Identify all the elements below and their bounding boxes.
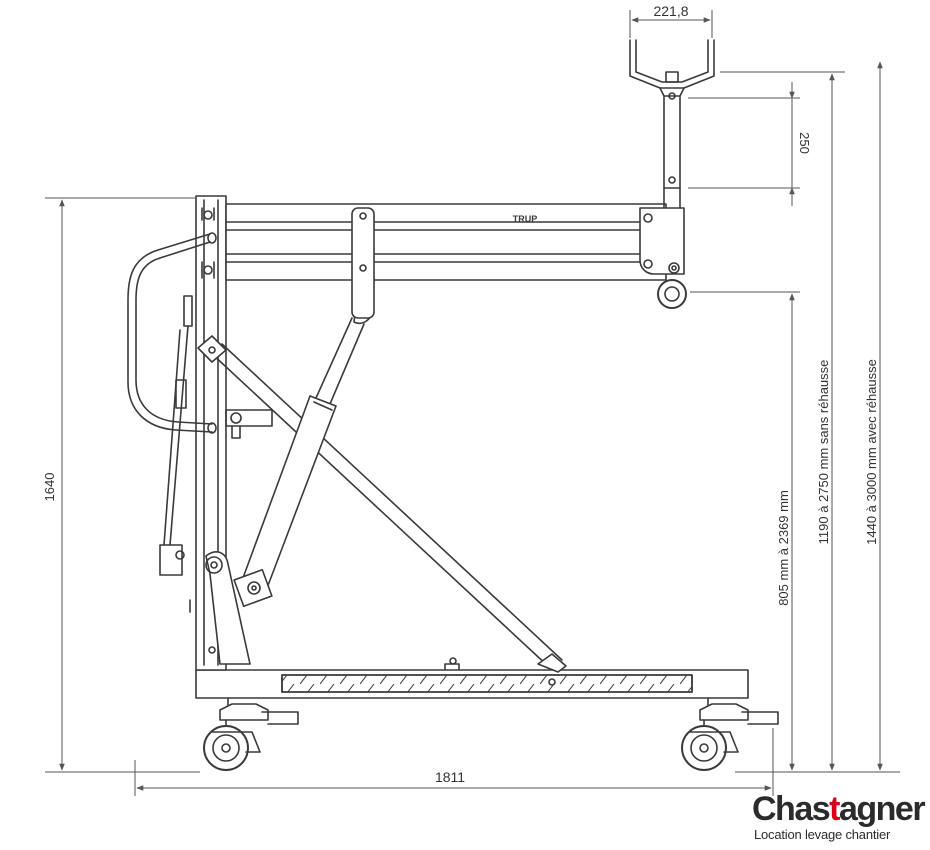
- winch: [225, 409, 273, 439]
- diagonal-brace: [197, 335, 567, 686]
- push-handle: [127, 232, 217, 434]
- brand-logo: Chastagner Location levage chantier: [752, 790, 928, 846]
- base-frame: [195, 657, 749, 699]
- dim-height-with-extension: 1440 à 3000 mm avec réhausse: [864, 359, 879, 545]
- brand-name: Chastagner: [752, 790, 926, 828]
- mast: [189, 195, 251, 671]
- dim-hook-height: 805 mm à 2369 mm: [776, 490, 791, 606]
- dim-height-without-extension: 1190 à 2750 mm sans réhausse: [816, 360, 831, 545]
- dimension-lines: [45, 10, 900, 796]
- boom: [225, 203, 687, 319]
- gas-spring-left: [159, 295, 193, 576]
- dim-overall-height: 1640: [42, 473, 57, 502]
- dim-fork-width: 221,8: [653, 3, 688, 19]
- wheel-right: [681, 697, 779, 771]
- wheel-left: [203, 697, 299, 771]
- fork-extension: [629, 39, 715, 209]
- crane-drawing: TRUP: [127, 39, 779, 771]
- brand-tagline: Location levage chantier: [754, 827, 891, 842]
- boom-label: TRUP: [513, 214, 538, 224]
- hydraulic-cylinder: [233, 300, 373, 608]
- dim-overall-length: 1811: [435, 769, 465, 785]
- dim-fork-stroke: 250: [797, 132, 812, 154]
